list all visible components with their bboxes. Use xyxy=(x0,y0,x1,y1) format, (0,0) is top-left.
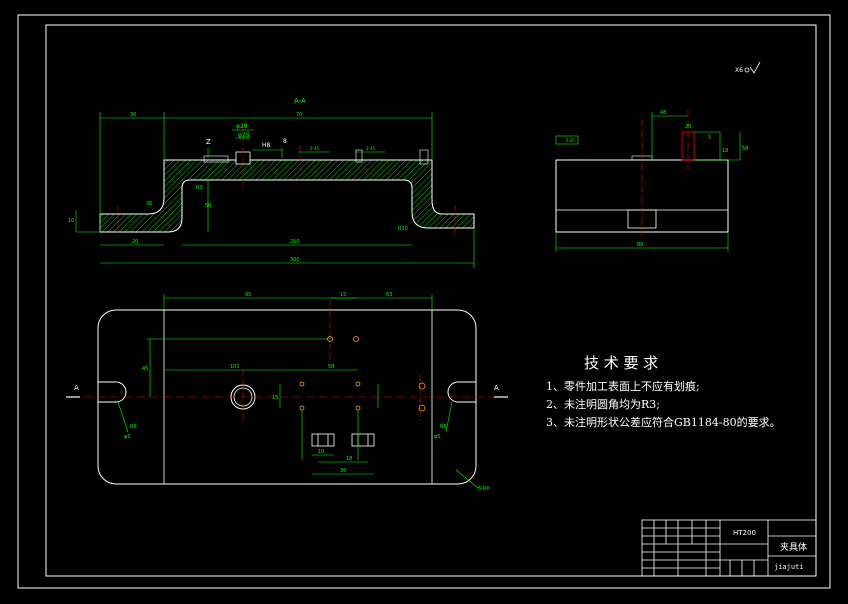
section-body xyxy=(99,159,475,233)
dim-36: 36 xyxy=(146,201,152,207)
dim-phi25: φ25 xyxy=(238,132,250,139)
dim-plan-corner: 6-R0 xyxy=(478,486,490,492)
title-material: HT200 xyxy=(733,529,756,537)
side-view: 48 5 18 58 80 0.05 20 xyxy=(555,110,748,252)
dim-side-right-h1: 18 xyxy=(722,148,728,154)
dim-sec-left-h: 10 xyxy=(68,218,74,224)
dim-side-small: 5 xyxy=(708,135,711,141)
technical-requirements: 技 术 要 求 1、零件加工表面上不应有划痕; 2、未注明圆角均为R3; 3、未… xyxy=(546,354,781,429)
tech-item-1: 1、零件加工表面上不应有划痕; xyxy=(546,379,700,393)
dim-plan-small-v: 15 xyxy=(272,395,278,401)
dim-2-45b: 2-45 xyxy=(366,146,376,151)
dim-plan-hole-2: 18 xyxy=(346,456,352,462)
section-label: A-A xyxy=(294,97,306,105)
dim-plan-top-2: 15 xyxy=(340,292,346,298)
cut-label-left: A xyxy=(74,384,79,392)
dim-r3: R3 xyxy=(196,185,203,191)
dim-sec-bottom-left: 20 xyxy=(132,239,138,245)
section-view: A-A xyxy=(68,97,475,268)
dim-phi28: φ28 xyxy=(236,123,248,130)
dim-side-right-h2: 58 xyxy=(742,146,748,152)
title-block xyxy=(641,519,817,577)
dim-sec-top-overall: 70 xyxy=(296,112,302,118)
tech-item-3: 3、未注明形状公差应符合GB1184-80的要求。 xyxy=(546,415,781,429)
title-part-name: 夹具体 xyxy=(780,541,807,553)
dim-plan-r-left: R6 xyxy=(130,424,137,430)
dim-plan-top-3: 63 xyxy=(386,292,392,298)
surface-roughness-mark: X6 xyxy=(735,61,761,74)
dim-plan-top-1: 95 xyxy=(245,292,251,298)
dim-2-45: 2-45 xyxy=(310,146,320,151)
dim-r10: R10 xyxy=(398,226,408,232)
dim-side-flat: 0.05 xyxy=(566,138,575,143)
dim-plan-mid-2: 58 xyxy=(328,364,334,370)
dim-side-top-h: 20 xyxy=(685,124,691,130)
surface-mark-text: X6 xyxy=(735,67,743,74)
dim-z: Z xyxy=(206,138,211,146)
dim-b: 8 xyxy=(283,138,287,145)
dim-plan-r-right: R6 xyxy=(440,424,447,430)
dim-plan-bottom: 36 xyxy=(340,468,346,474)
dim-sec-bottom-overall: 300 xyxy=(290,257,300,263)
dim-plan-mid-1: 101 xyxy=(230,364,240,370)
dim-side-top-w: 48 xyxy=(660,110,666,116)
dim-side-bottom: 80 xyxy=(637,242,643,248)
dim-h8: H8 xyxy=(262,142,271,149)
inner-frame xyxy=(45,24,817,577)
dim-plan-phi-left: φ5 xyxy=(124,434,130,440)
dim-sec-top-left: 30 xyxy=(130,112,136,118)
title-drawing-code: jiajuti xyxy=(774,563,804,571)
dim-plan-phi-right: φ5 xyxy=(434,434,440,440)
plan-view: 95 15 63 45 101 58 15 10 18 36 R6 R6 φ5 … xyxy=(66,292,508,492)
tech-title: 技 术 要 求 xyxy=(584,354,658,372)
tech-item-2: 2、未注明圆角均为R3; xyxy=(546,397,660,411)
dim-50: 50 xyxy=(205,203,211,209)
outer-frame xyxy=(17,14,831,589)
dim-plan-hole-1: 10 xyxy=(318,449,324,455)
dim-sec-bottom-inner: 210 xyxy=(290,239,300,245)
dim-plan-left-v: 45 xyxy=(142,366,148,372)
cut-label-right: A xyxy=(494,384,499,392)
